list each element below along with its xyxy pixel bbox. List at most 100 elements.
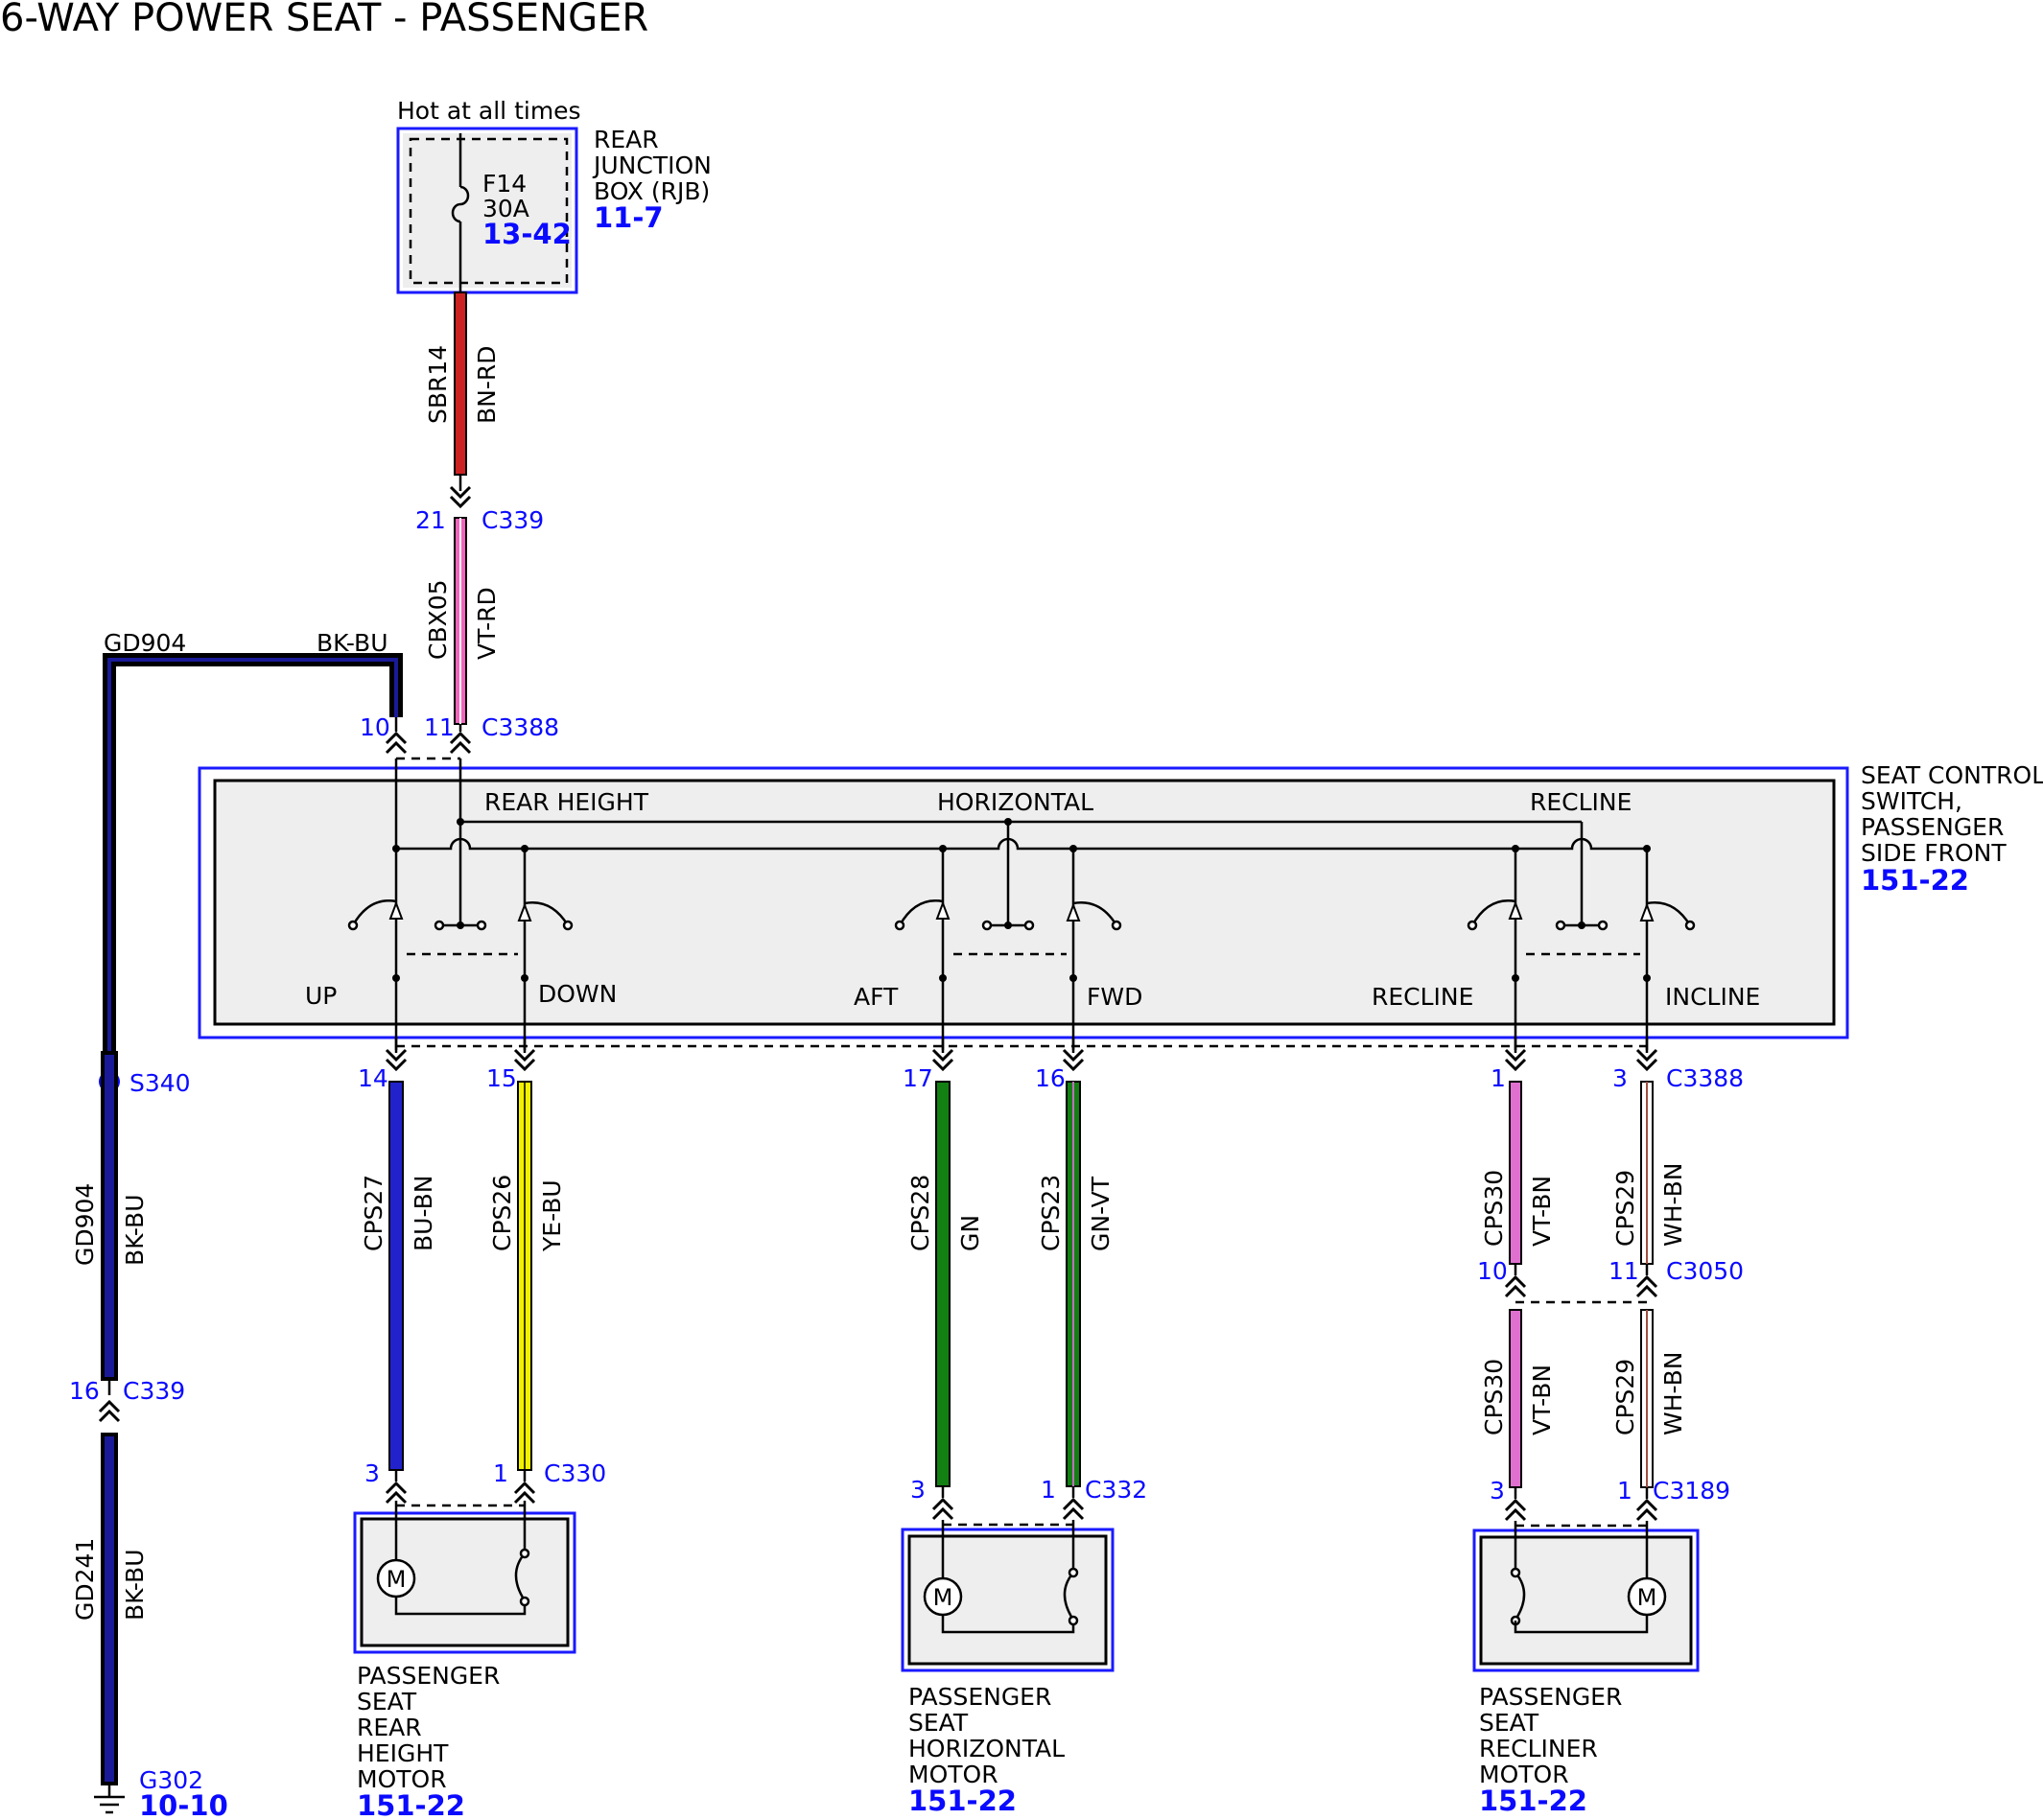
recliner-motor-outline bbox=[1472, 1528, 1700, 1672]
wire-gd241-circuit: GD241 bbox=[71, 1538, 99, 1621]
wire-cps28-segment bbox=[935, 1081, 951, 1487]
c339-left-name[interactable]: C339 bbox=[123, 1377, 185, 1405]
wire-gd904: GD904 BK-BU bbox=[71, 1051, 149, 1381]
c3189-name[interactable]: C3189 bbox=[1653, 1477, 1730, 1505]
recliner-motor-symbol: M bbox=[1637, 1584, 1657, 1611]
wire-cps23-circuit: CPS23 bbox=[1037, 1175, 1065, 1251]
wire-cps28: CPS28 GN bbox=[906, 1081, 984, 1487]
wire-sbr14: SBR14 BN-RD bbox=[424, 292, 501, 476]
recliner-motor-line-2: SEAT bbox=[1479, 1709, 1539, 1737]
wire-cps28-circuit: CPS28 bbox=[906, 1175, 934, 1251]
splice-name[interactable]: S340 bbox=[129, 1069, 191, 1097]
c3050-pin-a: 10 bbox=[1477, 1257, 1508, 1285]
recliner-motor: M PASSENGER SEAT RECLINER MOTOR 151-22 bbox=[1472, 1521, 1700, 1817]
horizontal-motor-line-4: MOTOR bbox=[908, 1761, 998, 1788]
wire-cps30-lower: CPS30 VT-BN bbox=[1480, 1309, 1556, 1488]
ground-ref[interactable]: 10-10 bbox=[139, 1789, 228, 1820]
wire-gd241-segment bbox=[101, 1433, 118, 1785]
switch-name-line-2: SWITCH, bbox=[1861, 787, 1962, 815]
rjb-name-line-2: JUNCTION bbox=[592, 152, 712, 179]
wire-cps30-upper-color: VT-BN bbox=[1528, 1176, 1556, 1247]
wire-cps29-lower-circuit: CPS29 bbox=[1611, 1359, 1639, 1435]
fuse-ref[interactable]: 13-42 bbox=[482, 218, 572, 250]
c332-name[interactable]: C332 bbox=[1085, 1476, 1147, 1504]
recliner-motor-line-1: PASSENGER bbox=[1479, 1683, 1622, 1711]
c3388-top-pin-b: 11 bbox=[424, 713, 455, 741]
wire-gd904-top-circuit: GD904 bbox=[104, 629, 186, 657]
wire-sbr14-circuit: SBR14 bbox=[424, 345, 452, 424]
c3050-pin-b: 11 bbox=[1609, 1257, 1639, 1285]
c3189-pin-a: 3 bbox=[1490, 1477, 1505, 1505]
rjb-ref[interactable]: 11-7 bbox=[594, 201, 664, 234]
switch-pos-down: DOWN bbox=[538, 980, 617, 1008]
horizontal-motor-ref[interactable]: 151-22 bbox=[908, 1785, 1017, 1817]
c3388-pin-14: 14 bbox=[358, 1064, 388, 1092]
rjb-name-line-1: REAR bbox=[594, 126, 659, 153]
c3388-bottom-name[interactable]: C3388 bbox=[1666, 1064, 1744, 1092]
rear-height-motor-line-1: PASSENGER bbox=[357, 1662, 500, 1690]
wire-sbr14-segment bbox=[454, 292, 467, 476]
c3388-pin-1: 1 bbox=[1491, 1064, 1506, 1092]
wire-gd904-circuit: GD904 bbox=[71, 1183, 99, 1266]
wire-sbr14-color: BN-RD bbox=[473, 346, 501, 425]
wire-cbx05: CBX05 VT-RD bbox=[424, 517, 501, 725]
switch-outline bbox=[198, 766, 1849, 1039]
rear-height-motor-ref[interactable]: 151-22 bbox=[357, 1789, 465, 1820]
switch-pos-fwd: FWD bbox=[1087, 983, 1142, 1011]
rjb-name-line-3: BOX (RJB) bbox=[594, 177, 710, 205]
connector-c330-pin3-icon bbox=[385, 1482, 408, 1505]
c332-pin-a: 3 bbox=[910, 1476, 926, 1504]
wire-gd904-segment bbox=[101, 1051, 118, 1381]
switch-group-rear-height: REAR HEIGHT bbox=[484, 788, 649, 816]
wire-cps27: CPS27 BU-BN bbox=[360, 1081, 437, 1471]
rear-height-motor-line-5: MOTOR bbox=[357, 1765, 447, 1793]
recliner-motor-ref[interactable]: 151-22 bbox=[1479, 1785, 1587, 1817]
switch-pos-recline: RECLINE bbox=[1372, 983, 1473, 1011]
wire-cps26-color: YE-BU bbox=[538, 1179, 566, 1252]
c3388-top-pin-a: 10 bbox=[360, 713, 390, 741]
rear-height-motor-symbol: M bbox=[387, 1566, 407, 1593]
c3388-pin-17: 17 bbox=[903, 1064, 933, 1092]
c3388-top-name[interactable]: C3388 bbox=[481, 713, 559, 741]
switch-group-recline: RECLINE bbox=[1530, 788, 1632, 816]
c339-top-name[interactable]: C339 bbox=[481, 506, 544, 534]
c3388-pin-16: 16 bbox=[1035, 1064, 1066, 1092]
switch-pos-incline: INCLINE bbox=[1665, 983, 1760, 1011]
switch-body bbox=[213, 779, 1836, 1026]
c330-name[interactable]: C330 bbox=[544, 1459, 606, 1487]
switch-name-line-4: SIDE FRONT bbox=[1861, 839, 2007, 867]
wire-cps29-lower: CPS29 WH-BN bbox=[1611, 1309, 1687, 1488]
c3050-name[interactable]: C3050 bbox=[1666, 1257, 1744, 1285]
wire-cps23-color: GN-VT bbox=[1087, 1176, 1115, 1251]
power-caption: Hot at all times bbox=[397, 97, 581, 125]
rear-height-motor: M PASSENGER SEAT REAR HEIGHT MOTOR 151-2… bbox=[353, 1501, 576, 1820]
rear-height-motor-outline bbox=[353, 1511, 576, 1654]
wire-cps29-upper: CPS29 WH-BN bbox=[1611, 1081, 1687, 1265]
c332-pin-b: 1 bbox=[1041, 1476, 1056, 1504]
c330-pin-a: 3 bbox=[364, 1459, 380, 1487]
wire-cps30-lower-circuit: CPS30 bbox=[1480, 1359, 1508, 1435]
wire-cps28-color: GN bbox=[956, 1215, 984, 1251]
rear-height-motor-line-4: HEIGHT bbox=[357, 1739, 449, 1767]
wire-cps26: CPS26 YE-BU bbox=[488, 1081, 566, 1471]
wire-cps29-lower-color: WH-BN bbox=[1659, 1352, 1687, 1436]
wire-gd241-color: BK-BU bbox=[121, 1550, 149, 1622]
diagram-title: 6-WAY POWER SEAT - PASSENGER bbox=[0, 0, 648, 40]
wire-cps23: CPS23 GN-VT bbox=[1037, 1081, 1115, 1487]
wire-cps30-upper-circuit: CPS30 bbox=[1480, 1170, 1508, 1247]
seat-control-switch: SEAT CONTROL SWITCH, PASSENGER SIDE FRON… bbox=[198, 758, 2043, 1050]
rjb-outline bbox=[396, 127, 578, 294]
recliner-motor-line-4: MOTOR bbox=[1479, 1761, 1569, 1788]
connector-c330-pin1-icon bbox=[513, 1482, 536, 1505]
c339-left-pin: 16 bbox=[69, 1377, 100, 1405]
fuse-name: F14 bbox=[482, 170, 527, 198]
c3388-pin-15: 15 bbox=[486, 1064, 517, 1092]
wire-cps27-segment bbox=[388, 1081, 404, 1471]
wire-gd241: GD241 BK-BU bbox=[71, 1433, 149, 1785]
switch-ref[interactable]: 151-22 bbox=[1861, 864, 1969, 897]
rear-height-motor-line-2: SEAT bbox=[357, 1688, 417, 1715]
connector-c339-left-icon bbox=[98, 1400, 121, 1423]
horizontal-motor: M PASSENGER SEAT HORIZONTAL MOTOR 151-22 bbox=[901, 1520, 1115, 1817]
ground-name: G302 bbox=[139, 1766, 203, 1794]
